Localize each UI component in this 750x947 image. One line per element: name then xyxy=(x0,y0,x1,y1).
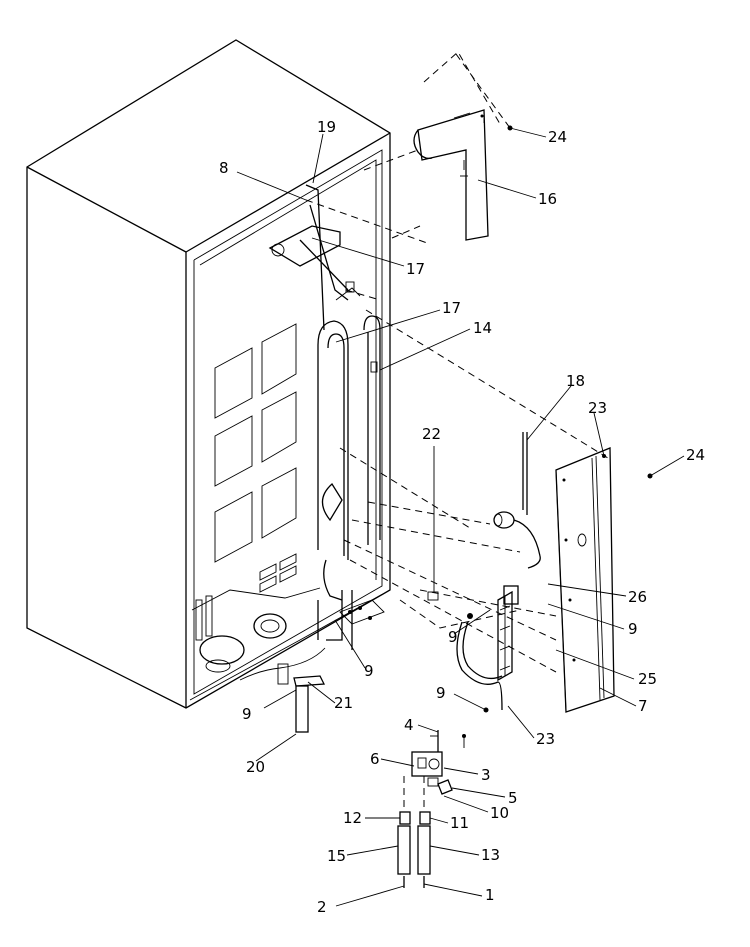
drain-parts xyxy=(277,663,326,733)
callout-10: 10 xyxy=(490,804,509,822)
callout-2: 2 xyxy=(317,898,327,916)
callout-7: 7 xyxy=(638,697,648,715)
callout-5: 5 xyxy=(508,789,518,807)
fastener-dots xyxy=(483,125,653,713)
callout-23-upper: 23 xyxy=(588,399,607,417)
callout-4: 4 xyxy=(404,716,414,734)
callout-24-top: 24 xyxy=(548,128,567,146)
wire-harness xyxy=(427,432,541,711)
refrigerator-cabinet xyxy=(26,39,391,709)
callout-16: 16 xyxy=(538,190,557,208)
callout-labels: 19 8 24 16 17 17 14 18 23 22 24 26 9 9 9… xyxy=(219,118,705,916)
upper-rear-panel xyxy=(413,109,489,241)
upper-assembly-lines xyxy=(363,51,511,239)
callout-17-upper: 17 xyxy=(406,260,425,278)
rear-panel-grid xyxy=(214,323,297,593)
callout-3: 3 xyxy=(481,766,491,784)
callout-22: 22 xyxy=(422,425,441,443)
callout-19: 19 xyxy=(317,118,336,136)
callout-18: 18 xyxy=(566,372,585,390)
callout-9-left: 9 xyxy=(364,662,374,680)
callout-20: 20 xyxy=(246,758,265,776)
compressor xyxy=(191,587,326,681)
callout-8: 8 xyxy=(219,159,229,177)
callout-13: 13 xyxy=(481,846,500,864)
callout-1: 1 xyxy=(485,886,495,904)
callout-26: 26 xyxy=(628,588,647,606)
callout-9-lower: 9 xyxy=(436,684,446,702)
lower-assembly-lines xyxy=(339,309,609,673)
water-valve xyxy=(397,730,466,888)
callout-24-right: 24 xyxy=(686,446,705,464)
leader-lines xyxy=(236,127,685,907)
callout-6: 6 xyxy=(370,750,380,768)
callout-11: 11 xyxy=(450,814,469,832)
callout-15: 15 xyxy=(327,847,346,865)
lower-rear-panel xyxy=(555,447,615,713)
callout-14: 14 xyxy=(473,319,492,337)
callout-12: 12 xyxy=(343,809,362,827)
callout-9-center: 9 xyxy=(448,628,458,646)
callout-9-bottom-left: 9 xyxy=(242,705,252,723)
callout-25: 25 xyxy=(638,670,657,688)
callout-17-lower: 17 xyxy=(442,299,461,317)
callout-9-right: 9 xyxy=(628,620,638,638)
callout-23-lower: 23 xyxy=(536,730,555,748)
tubing-assembly xyxy=(268,184,431,650)
callout-21: 21 xyxy=(334,694,353,712)
